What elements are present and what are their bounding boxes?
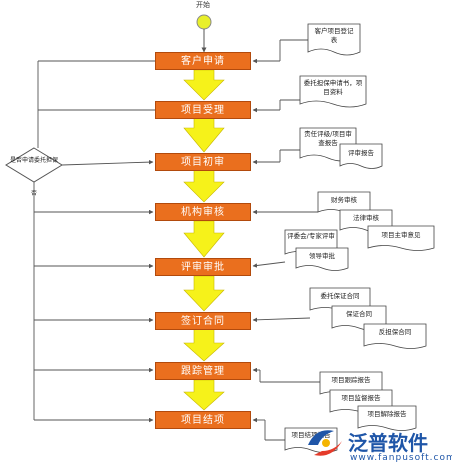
flow-arrows <box>183 69 225 411</box>
doc-tracking-report: 项目跟踪报告 <box>331 376 371 384</box>
watermark-brand: 泛普软件 <box>348 431 428 455</box>
step-tracking[interactable]: 跟踪管理 <box>155 362 251 380</box>
no-branch-label: 否 <box>31 190 38 197</box>
doc-entrust-contract: 委托保证合同 <box>320 292 360 300</box>
step-initial-review[interactable]: 项目初审 <box>155 153 251 171</box>
start-label: 开始 <box>196 1 210 9</box>
step-review-approve[interactable]: 评审审批 <box>155 258 251 276</box>
doc-connectors <box>252 39 320 441</box>
doc-finance-audit: 财务审核 <box>331 196 357 204</box>
decision-diamond <box>5 147 63 183</box>
step-close-project[interactable]: 项目结项 <box>155 411 251 429</box>
watermark: 泛普软件 www.fanpusoft.com <box>302 425 452 467</box>
doc-review-report: 评审报告 <box>348 149 374 157</box>
doc-counter-guarantee: 反担保合同 <box>378 328 412 336</box>
step-sign-contract[interactable]: 签订合同 <box>155 312 251 330</box>
watermark-url: www.fanpusoft.com <box>350 453 452 463</box>
doc-expert-review: 评委会/专家评审 <box>287 232 335 240</box>
doc-client-register: 客户项目登记表 <box>314 27 354 44</box>
doc-credit-rating: 责任评级/项目审查报告 <box>304 130 352 147</box>
start-node-icon <box>196 14 212 30</box>
brand-logo-icon <box>308 430 342 456</box>
doc-closing-report: 项目结项报告 <box>291 431 331 439</box>
doc-supervision-report: 项目监督报告 <box>341 394 381 402</box>
doc-chief-opinion: 项目主审意见 <box>381 231 421 239</box>
step-customer-apply[interactable]: 客户申请 <box>155 52 251 70</box>
decision-label: 是否申请委托担保 <box>9 157 58 164</box>
feedback-lines <box>33 60 155 423</box>
doc-entrust-application: 委托担保申请书，项目资料 <box>303 79 363 96</box>
doc-legal-audit: 法律审核 <box>353 214 379 222</box>
doc-guarantee-contract: 保证合同 <box>346 310 372 318</box>
step-project-accept[interactable]: 项目受理 <box>155 101 251 119</box>
document-shapes <box>284 23 435 453</box>
doc-leader-approve: 领导审批 <box>309 252 335 260</box>
step-agency-audit[interactable]: 机构审核 <box>155 203 251 221</box>
doc-release-report: 项目解除报告 <box>367 410 407 418</box>
